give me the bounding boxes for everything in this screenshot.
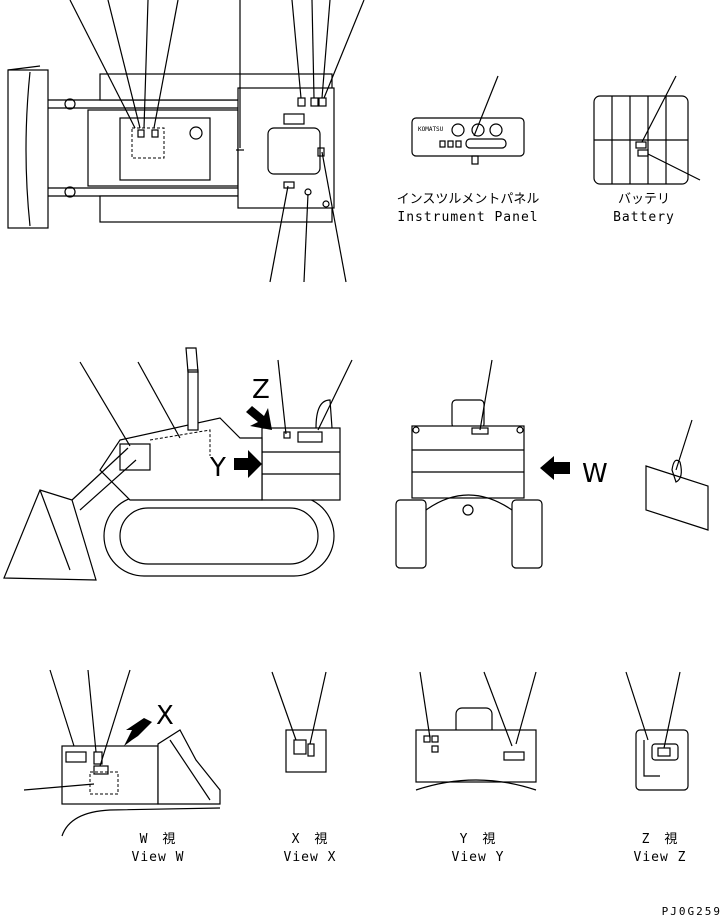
decal-figure	[645, 419, 709, 531]
view-y-label-en: View Y	[452, 850, 505, 865]
view-w-label-en: View W	[132, 850, 185, 865]
side-view-machine	[3, 347, 353, 581]
arrow-y	[234, 450, 262, 478]
instrument-panel-figure: KOMATSU	[411, 75, 525, 165]
arrow-x	[124, 718, 152, 746]
view-x-figure	[271, 671, 327, 773]
view-z-label-jp: Z 視	[642, 832, 679, 847]
arrow-w	[540, 456, 570, 480]
drawing-code: PJ0G259	[662, 905, 722, 918]
battery-figure	[593, 75, 701, 185]
arrow-z	[246, 406, 272, 430]
battery-label-jp: バッテリ	[618, 192, 670, 207]
instrument-panel-label-en: Instrument Panel	[397, 210, 538, 225]
view-w-label-jp: W 視	[140, 832, 177, 847]
brand-mark: KOMATSU	[418, 126, 444, 133]
view-y-figure	[415, 671, 537, 791]
arrow-w-label: W	[582, 459, 608, 489]
arrow-x-label: X	[156, 701, 174, 731]
view-z-label-en: View Z	[634, 850, 687, 865]
view-w-figure	[23, 669, 221, 837]
view-z-figure	[625, 671, 689, 791]
arrow-y-label: Y	[209, 453, 226, 483]
arrow-z-label: Z	[252, 375, 270, 405]
battery-label-en: Battery	[613, 210, 675, 225]
instrument-panel-label-jp: インスツルメントパネル	[397, 192, 540, 207]
rear-view-machine	[395, 359, 543, 569]
view-x-label-jp: X 視	[292, 832, 329, 847]
view-x-label-en: View X	[284, 850, 337, 865]
top-view-machine	[7, 0, 365, 283]
view-y-label-jp: Y 視	[460, 832, 497, 847]
